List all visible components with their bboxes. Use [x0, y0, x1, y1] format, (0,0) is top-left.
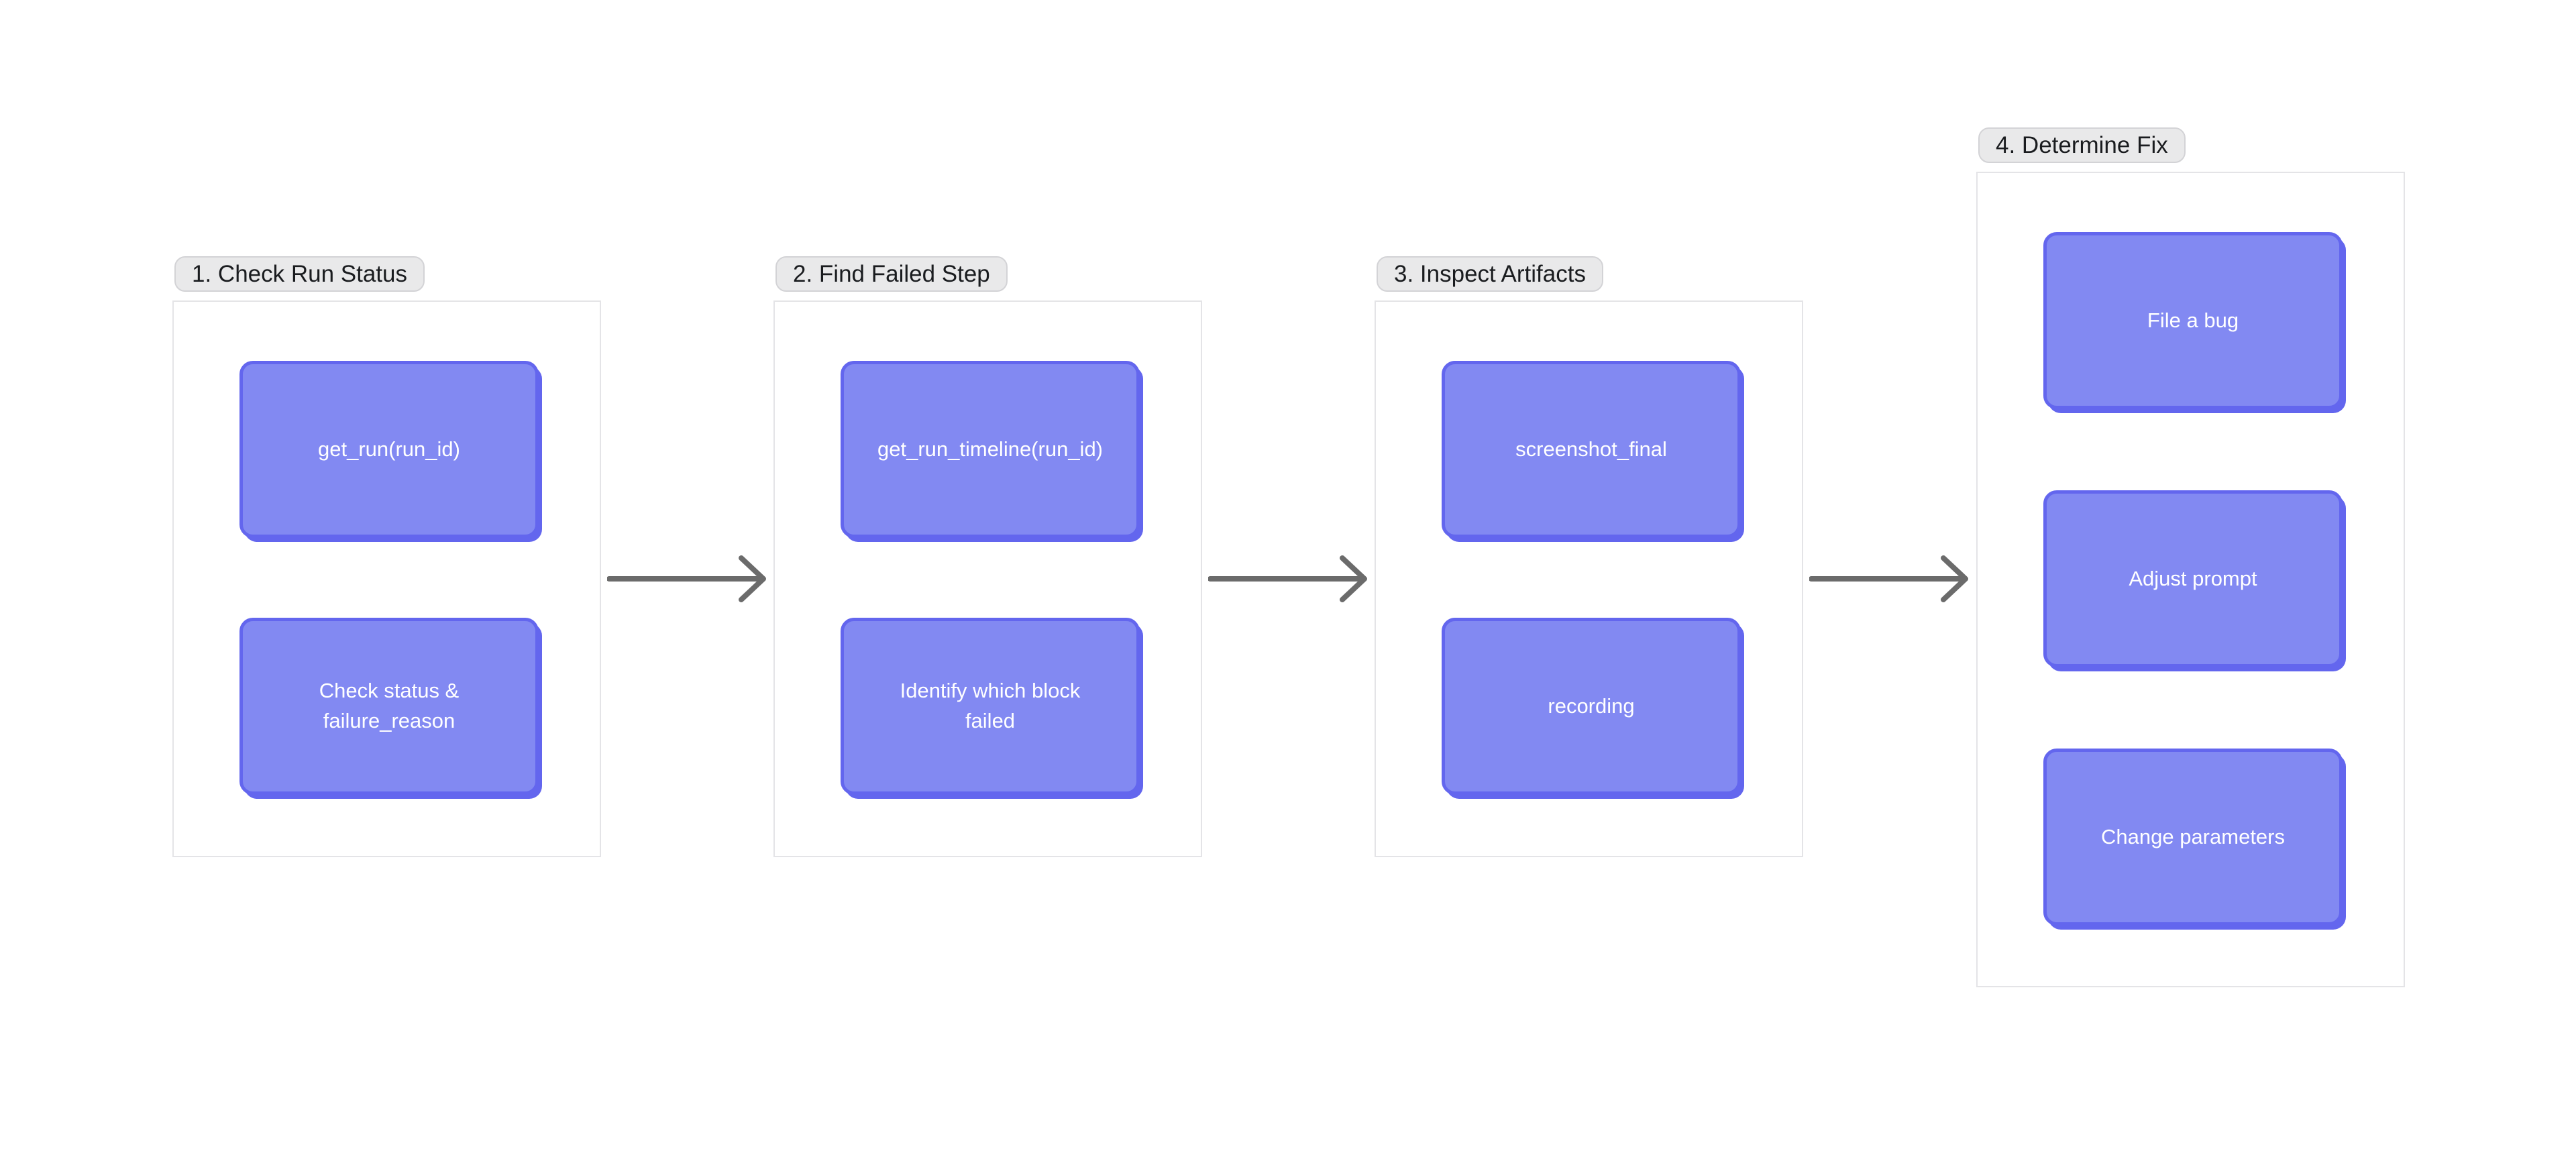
group-find-failed-step: 2. Find Failed Step get_run_timeline(run… — [773, 256, 1202, 857]
group-inspect-artifacts: 3. Inspect Artifacts screenshot_final re… — [1375, 256, 1803, 857]
flow-arrow-3[interactable] — [1809, 552, 1970, 606]
node-change-parameters[interactable]: Change parameters — [2043, 749, 2343, 926]
node-file-a-bug[interactable]: File a bug — [2043, 232, 2343, 409]
arrow-right-icon — [607, 555, 766, 602]
flow-arrow-1[interactable] — [607, 552, 768, 606]
group-label-check-run-status[interactable]: 1. Check Run Status — [174, 256, 425, 292]
arrow-right-icon — [1208, 555, 1367, 602]
node-get-run[interactable]: get_run(run_id) — [239, 361, 539, 538]
node-adjust-prompt[interactable]: Adjust prompt — [2043, 490, 2343, 667]
group-determine-fix: 4. Determine Fix File a bug Adjust promp… — [1976, 127, 2405, 987]
node-get-run-timeline[interactable]: get_run_timeline(run_id) — [841, 361, 1140, 538]
arrow-right-icon — [1809, 555, 1968, 602]
node-check-status-failure-reason[interactable]: Check status & failure_reason — [239, 618, 539, 795]
node-screenshot-final[interactable]: screenshot_final — [1442, 361, 1741, 538]
group-label-find-failed-step[interactable]: 2. Find Failed Step — [775, 256, 1008, 292]
group-check-run-status: 1. Check Run Status get_run(run_id) Chec… — [172, 256, 601, 857]
node-identify-failed-block[interactable]: Identify which block failed — [841, 618, 1140, 795]
flow-arrow-2[interactable] — [1208, 552, 1369, 606]
node-recording[interactable]: recording — [1442, 618, 1741, 795]
group-label-determine-fix[interactable]: 4. Determine Fix — [1978, 127, 2186, 163]
group-label-inspect-artifacts[interactable]: 3. Inspect Artifacts — [1377, 256, 1603, 292]
